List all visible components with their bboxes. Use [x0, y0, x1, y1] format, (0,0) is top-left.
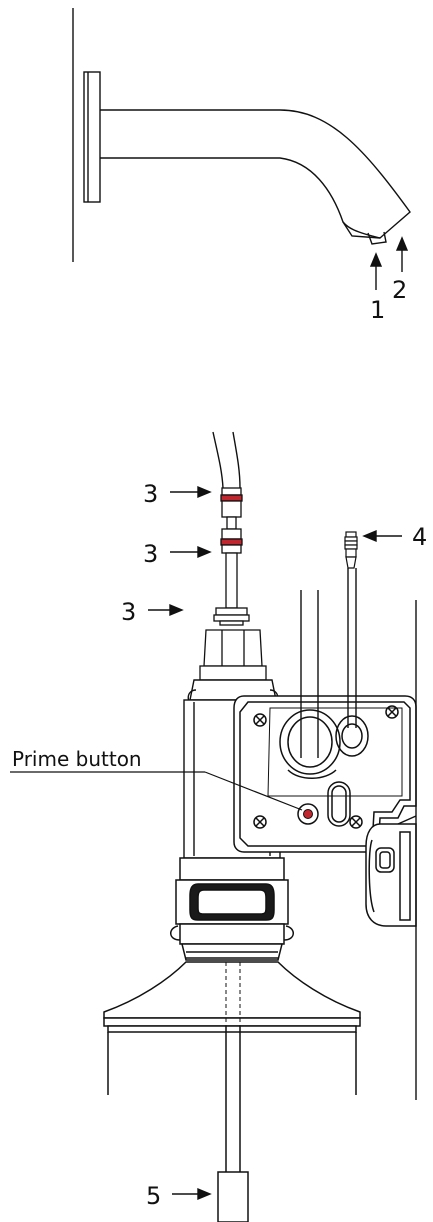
feed-tube [212, 431, 241, 489]
callout-2-label: 2 [392, 276, 407, 304]
sensor-window [367, 231, 387, 245]
supply-tubes [300, 568, 357, 758]
control-box [365, 815, 417, 927]
suction-tube [217, 1026, 249, 1222]
prime-button-leader [10, 771, 303, 811]
spout-assembly [72, 8, 411, 262]
bracket-slot [327, 781, 351, 827]
callout-3b-label: 3 [143, 540, 158, 568]
callout-arrows-bottom [148, 485, 402, 1201]
callout-5-label: 5 [146, 1182, 161, 1210]
callout-3a-label: 3 [143, 480, 158, 508]
fitting-nut [199, 607, 267, 681]
connector-upper [220, 487, 243, 530]
prime-button[interactable] [297, 803, 319, 825]
callout-3c-label: 3 [121, 598, 136, 626]
prime-button-label: Prime button [12, 747, 142, 771]
spout-body [100, 109, 411, 239]
mounting-bracket [233, 695, 417, 853]
callout-arrows-top [369, 236, 409, 290]
soap-bottle [103, 961, 361, 1095]
suction-tube-weight [217, 1171, 249, 1222]
callout-1-label: 1 [370, 296, 385, 324]
bottle-adapter [170, 857, 294, 961]
callout-4-label: 4 [412, 523, 427, 551]
wall-flange [83, 71, 101, 203]
sensor-cable-plug [344, 531, 358, 569]
connector-middle [220, 528, 243, 609]
